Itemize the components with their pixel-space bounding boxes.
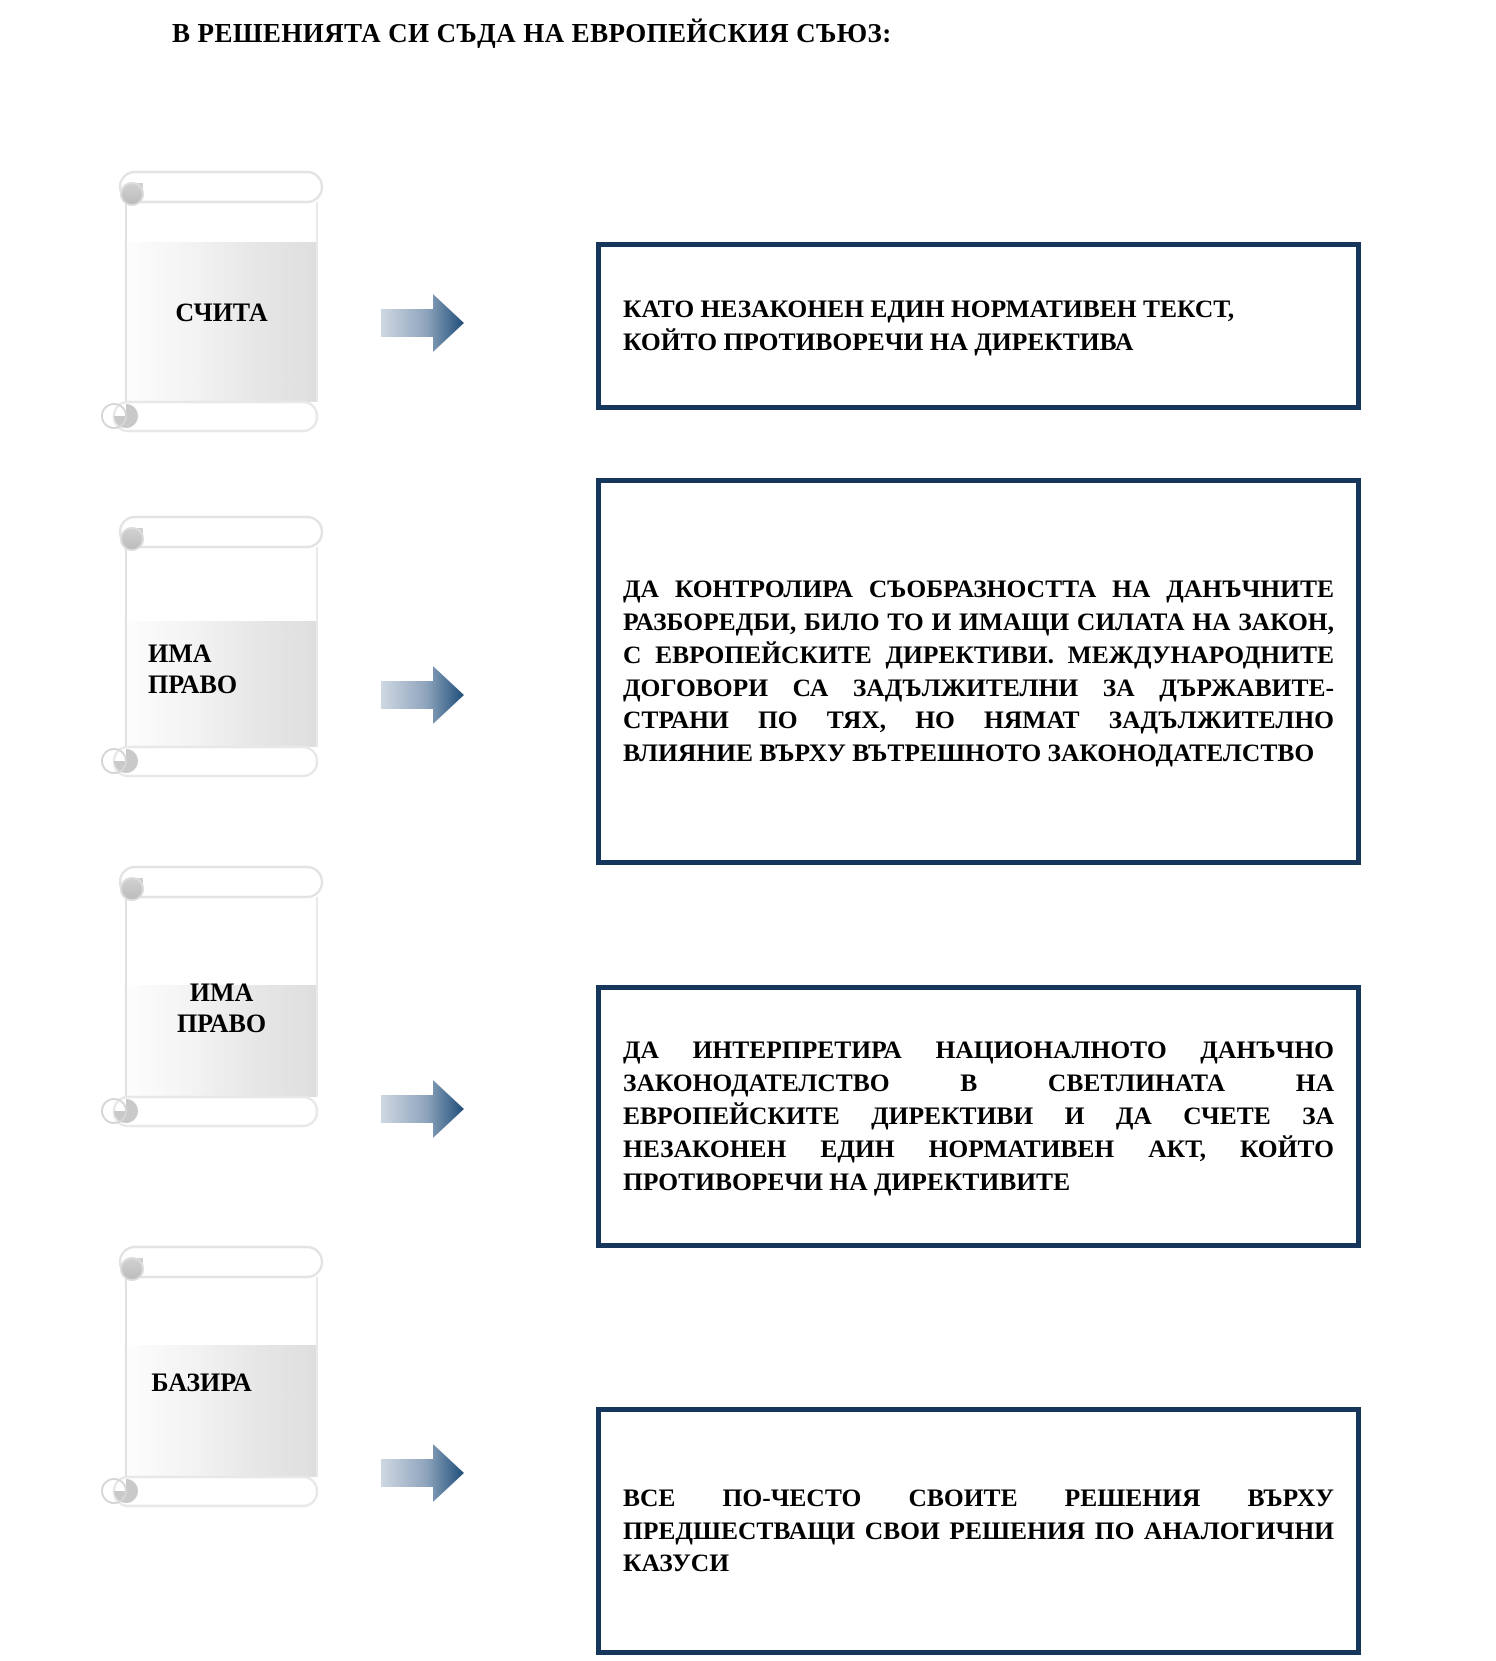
- statement-box-2: ДА КОНТРОЛИРА СЪОБРАЗНОСТТА НА ДАНЪЧНИТЕ…: [596, 478, 1361, 865]
- statement-box-1: КАТО НЕЗАКОНЕН ЕДИН НОРМАТИВЕН ТЕКСТ, КО…: [596, 242, 1361, 410]
- scroll-label-2: ИМА ПРАВО: [148, 639, 238, 699]
- right-arrow-icon-1: [381, 292, 465, 354]
- statement-text-2: ДА КОНТРОЛИРА СЪОБРАЗНОСТТА НА ДАНЪЧНИТЕ…: [623, 573, 1334, 768]
- scroll-shape-4: БАЗИРА: [88, 1245, 356, 1530]
- scroll-shape-2: ИМА ПРАВО: [88, 515, 356, 800]
- scroll-label-3: ИМА ПРАВО: [176, 978, 267, 1038]
- scroll-shape-3: ИМА ПРАВО: [88, 865, 356, 1150]
- statement-text-1: КАТО НЕЗАКОНЕН ЕДИН НОРМАТИВЕН ТЕКСТ, КО…: [623, 294, 1235, 356]
- scroll-label-4: БАЗИРА: [151, 1368, 252, 1397]
- right-arrow-icon-2: [381, 664, 465, 726]
- statement-box-4: ВСЕ ПО-ЧЕСТО СВОИТЕ РЕШЕНИЯ ВЪРХУ ПРЕДШЕ…: [596, 1407, 1361, 1655]
- scroll-label-1: СЧИТА: [175, 298, 268, 327]
- page-title: В РЕШЕНИЯТА СИ СЪДА НА ЕВРОПЕЙСКИЯ СЪЮЗ:: [172, 18, 892, 48]
- statement-box-3: ДА ИНТЕРПРЕТИРА НАЦИОНАЛНОТО ДАНЪЧНО ЗАК…: [596, 985, 1361, 1248]
- right-arrow-icon-3: [381, 1078, 465, 1140]
- statement-text-3: ДА ИНТЕРПРЕТИРА НАЦИОНАЛНОТО ДАНЪЧНО ЗАК…: [623, 1035, 1334, 1196]
- right-arrow-icon-4: [381, 1442, 465, 1504]
- statement-text-4: ВСЕ ПО-ЧЕСТО СВОИТЕ РЕШЕНИЯ ВЪРХУ ПРЕДШЕ…: [623, 1482, 1334, 1578]
- scroll-shape-1: СЧИТА: [88, 170, 356, 455]
